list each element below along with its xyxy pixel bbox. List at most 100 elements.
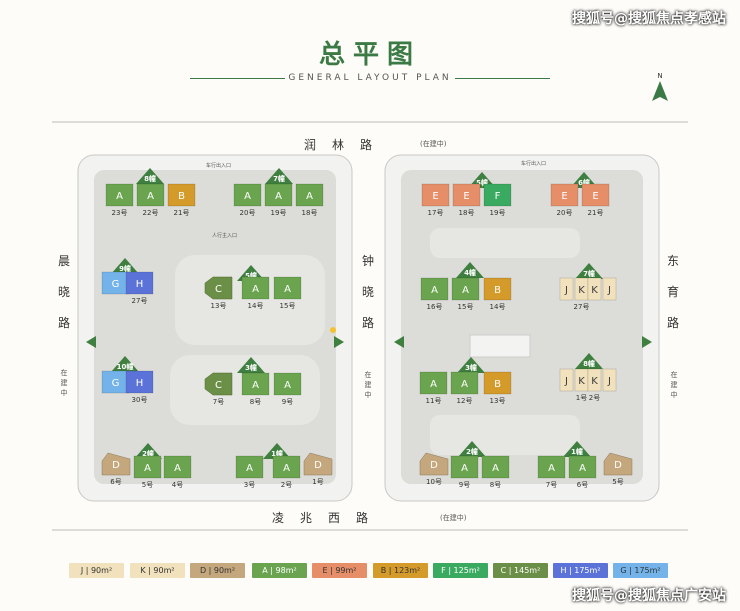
tower-marker: 8幢 (575, 353, 603, 369)
svg-text:7号: 7号 (213, 398, 224, 406)
building-unit: A3号 (235, 455, 264, 489)
legend-item-g: G | 175m² (613, 563, 668, 578)
legend-item-j: J | 90m² (69, 563, 124, 578)
tower-marker: 2幢 (458, 441, 486, 457)
svg-text:12号: 12号 (457, 397, 473, 405)
svg-text:A: A (579, 463, 586, 474)
svg-text:15号: 15号 (458, 303, 474, 311)
tower-marker: 3幢 (457, 357, 485, 373)
svg-text:27号: 27号 (132, 297, 148, 305)
building-unit: A9号 (273, 372, 302, 406)
building-unit: A6号 (568, 455, 597, 489)
road-label-north: 润林路 (304, 138, 389, 152)
svg-text:1号: 1号 (576, 394, 587, 402)
svg-text:J: J (607, 285, 611, 296)
building-unit: H 27号 (125, 271, 154, 305)
tower-marker: 8幢 (136, 168, 164, 184)
svg-text:15号: 15号 (280, 302, 296, 310)
svg-text:K: K (578, 376, 585, 387)
gate-label-west: 车行出入口 (206, 163, 232, 169)
tower-marker: 1幢 (263, 443, 291, 459)
svg-text:5幢: 5幢 (245, 271, 257, 280)
svg-text:A: A (461, 379, 468, 390)
svg-text:D: D (112, 460, 120, 471)
svg-text:C: C (215, 284, 222, 295)
svg-text:A: A (431, 285, 438, 296)
svg-text:2号: 2号 (589, 394, 600, 402)
road-label-south: 凌兆西路 (272, 511, 385, 525)
svg-text:30号: 30号 (132, 396, 148, 404)
svg-text:23号: 23号 (112, 209, 128, 217)
svg-text:D: D (614, 460, 622, 471)
building-unit: A 14号 (241, 276, 270, 310)
svg-text:K: K (591, 376, 598, 387)
svg-text:8号: 8号 (490, 481, 501, 489)
svg-text:21号: 21号 (174, 209, 190, 217)
svg-text:22号: 22号 (143, 209, 159, 217)
svg-text:G: G (112, 279, 120, 290)
svg-text:A: A (461, 463, 468, 474)
svg-text:2号: 2号 (281, 481, 292, 489)
legend-item-h: H | 175m² (553, 563, 608, 578)
svg-text:7幢: 7幢 (273, 174, 285, 183)
svg-text:A: A (174, 463, 181, 474)
page-title: 总平图 (318, 40, 421, 70)
road-label-west: 晨晓路 (57, 254, 70, 330)
tower-marker: 9幢 (111, 258, 139, 274)
page-subtitle: GENERAL LAYOUT PLAN (288, 73, 452, 83)
svg-text:D: D (314, 460, 322, 471)
road-note-east: 在建中 (670, 371, 678, 399)
legend-item-b: B | 123m² (373, 563, 428, 578)
legend-item-e: E | 99m² (312, 563, 367, 578)
svg-text:4号: 4号 (172, 481, 183, 489)
svg-text:E: E (463, 191, 469, 202)
building-unit: G (101, 271, 130, 295)
svg-text:8幢: 8幢 (583, 359, 595, 368)
building-unit: D 1号 (303, 452, 333, 486)
building-unit: D5号 (603, 452, 633, 486)
svg-text:J: J (564, 285, 568, 296)
svg-text:20号: 20号 (240, 209, 256, 217)
legend-item-k: K | 90m² (130, 563, 185, 578)
building-unit: A 15号 (273, 276, 302, 310)
svg-text:K: K (578, 285, 585, 296)
building-unit: A 12号 (450, 371, 479, 405)
tower-marker: 4幢 (456, 262, 484, 278)
svg-text:6号: 6号 (110, 478, 121, 486)
building-unit: K 1号 (574, 368, 589, 402)
svg-text:A: A (306, 191, 313, 202)
building-unit: A9号 (450, 455, 479, 489)
svg-text:10号: 10号 (426, 478, 442, 486)
svg-text:3幢: 3幢 (245, 363, 257, 372)
tower-marker: 1幢 (563, 441, 591, 457)
svg-text:7幢: 7幢 (583, 269, 595, 278)
svg-text:19号: 19号 (271, 209, 287, 217)
road-note-south: (在建中) (440, 514, 467, 522)
svg-text:C: C (215, 380, 222, 391)
svg-text:6幢: 6幢 (578, 178, 590, 187)
svg-text:13号: 13号 (490, 397, 506, 405)
svg-text:7号: 7号 (546, 481, 557, 489)
svg-text:14号: 14号 (248, 302, 264, 310)
svg-text:A: A (284, 284, 291, 295)
svg-text:4幢: 4幢 (464, 268, 476, 277)
legend-item-a: A | 98m² (252, 563, 307, 578)
road-note-north: (在建中) (420, 140, 447, 148)
tower-marker: 2幢 (134, 443, 162, 459)
svg-text:20号: 20号 (557, 209, 573, 217)
tower-marker: 3幢 (237, 357, 265, 373)
svg-text:H: H (136, 279, 144, 290)
svg-text:D: D (430, 460, 438, 471)
svg-text:2幢: 2幢 (142, 449, 154, 458)
svg-text:A: A (252, 284, 259, 295)
svg-text:1号: 1号 (312, 478, 323, 486)
legend-item-c: C | 145m² (493, 563, 548, 578)
svg-text:19号: 19号 (490, 209, 506, 217)
svg-text:1幢: 1幢 (571, 447, 583, 456)
